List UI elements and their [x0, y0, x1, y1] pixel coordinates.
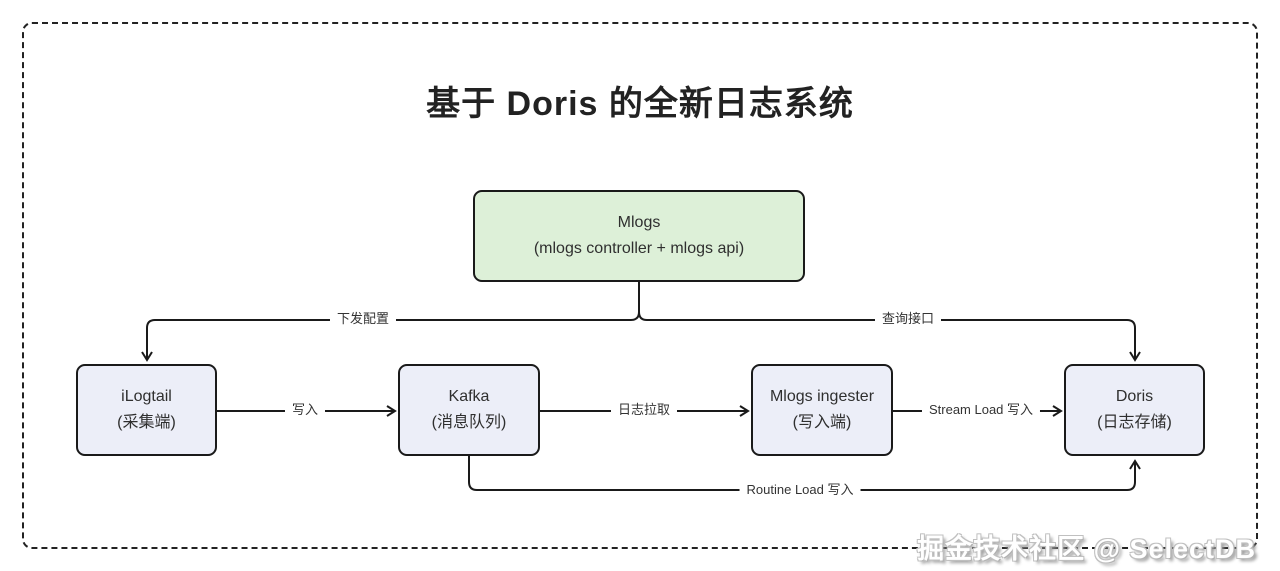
node-kafka: Kafka (消息队列) — [398, 364, 540, 456]
edge-label-stream-load: Stream Load 写入 — [921, 401, 1041, 419]
edge-label-query: 查询接口 — [874, 310, 942, 328]
edge-label-write: 写入 — [284, 401, 326, 419]
node-ilogtail-title: iLogtail — [121, 388, 172, 405]
node-mlogs-ingester: Mlogs ingester (写入端) — [751, 364, 893, 456]
node-doris: Doris (日志存储) — [1064, 364, 1205, 456]
diagram-title: 基于 Doris 的全新日志系统 — [426, 85, 854, 123]
edge-label-config: 下发配置 — [329, 310, 397, 328]
node-kafka-title: Kafka — [448, 388, 490, 405]
node-mlogs-subtitle: (mlogs controller + mlogs api) — [533, 240, 745, 257]
edge-label-pull: 日志拉取 — [610, 401, 678, 419]
node-mlogs-ingester-subtitle: (写入端) — [792, 414, 852, 431]
dashed-border-frame — [22, 22, 1258, 549]
node-doris-title: Doris — [1115, 388, 1154, 405]
node-mlogs-title: Mlogs — [617, 214, 661, 231]
node-ilogtail-subtitle: (采集端) — [117, 414, 176, 431]
node-mlogs: Mlogs (mlogs controller + mlogs api) — [473, 190, 805, 282]
node-ilogtail: iLogtail (采集端) — [76, 364, 217, 456]
node-kafka-subtitle: (消息队列) — [431, 414, 507, 431]
node-doris-subtitle: (日志存储) — [1097, 414, 1172, 431]
watermark-text: 掘金技术社区 @ SelectDB — [917, 534, 1256, 564]
node-mlogs-ingester-title: Mlogs ingester — [769, 388, 875, 405]
edge-label-routine-load: Routine Load 写入 — [739, 481, 861, 499]
